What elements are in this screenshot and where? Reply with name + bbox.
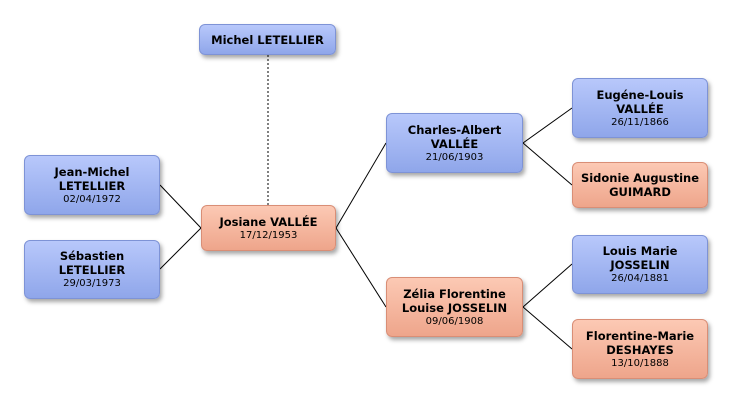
person-name: Florentine-Marie DESHAYES	[585, 328, 695, 357]
person-name: Jean-Michel LETELLIER	[54, 164, 130, 193]
person-jean-michel-letellier[interactable]: Jean-Michel LETELLIER 02/04/1972	[24, 155, 160, 215]
person-date: 21/06/1903	[425, 151, 484, 163]
person-sebastien-letellier[interactable]: Sébastien LETELLIER 29/03/1973	[24, 240, 160, 299]
link-josiane-zelia	[335, 227, 387, 308]
person-charles-albert-vallee[interactable]: Charles-Albert VALLÉE 21/06/1903	[386, 113, 523, 173]
person-josiane-vallee[interactable]: Josiane VALLÉE 17/12/1953	[201, 205, 336, 251]
link-sebastien-josiane	[159, 227, 202, 270]
person-name: Sidonie Augustine GUIMARD	[580, 171, 700, 199]
person-name: Charles-Albert VALLÉE	[407, 122, 502, 151]
person-name: Zélia Florentine Louise JOSSELIN	[401, 286, 508, 315]
person-name: Josiane VALLÉE	[219, 214, 318, 229]
person-date: 02/04/1972	[63, 193, 121, 205]
person-name: Michel LETELLIER	[211, 32, 324, 47]
person-michel-letellier[interactable]: Michel LETELLIER	[199, 24, 336, 55]
link-josiane-charles	[335, 142, 387, 229]
person-date: 17/12/1953	[239, 229, 298, 241]
link-zelia-louis	[522, 263, 573, 308]
person-date: 09/06/1908	[425, 315, 484, 327]
person-name: Eugéne-Louis VALLÉE	[596, 87, 684, 116]
person-name: Louis Marie JOSSELIN	[602, 244, 678, 272]
link-charles-eugene	[522, 107, 573, 144]
person-eugene-louis-vallee[interactable]: Eugéne-Louis VALLÉE 26/11/1866	[572, 78, 708, 138]
person-date: 26/04/1881	[611, 273, 669, 284]
person-date: 29/03/1973	[63, 278, 121, 289]
link-zelia-florentine	[522, 306, 573, 350]
link-charles-sidonie	[522, 142, 573, 186]
person-zelia-josselin[interactable]: Zélia Florentine Louise JOSSELIN 09/06/1…	[386, 277, 523, 337]
person-name: Sébastien LETELLIER	[58, 249, 126, 277]
link-jeanmichel-josiane	[159, 184, 202, 229]
person-sidonie-guimard[interactable]: Sidonie Augustine GUIMARD	[572, 162, 708, 208]
person-date: 13/10/1888	[611, 357, 669, 369]
person-florentine-marie-deshayes[interactable]: Florentine-Marie DESHAYES 13/10/1888	[572, 319, 708, 379]
person-louis-marie-josselin[interactable]: Louis Marie JOSSELIN 26/04/1881	[572, 235, 708, 294]
person-date: 26/11/1866	[611, 116, 669, 128]
